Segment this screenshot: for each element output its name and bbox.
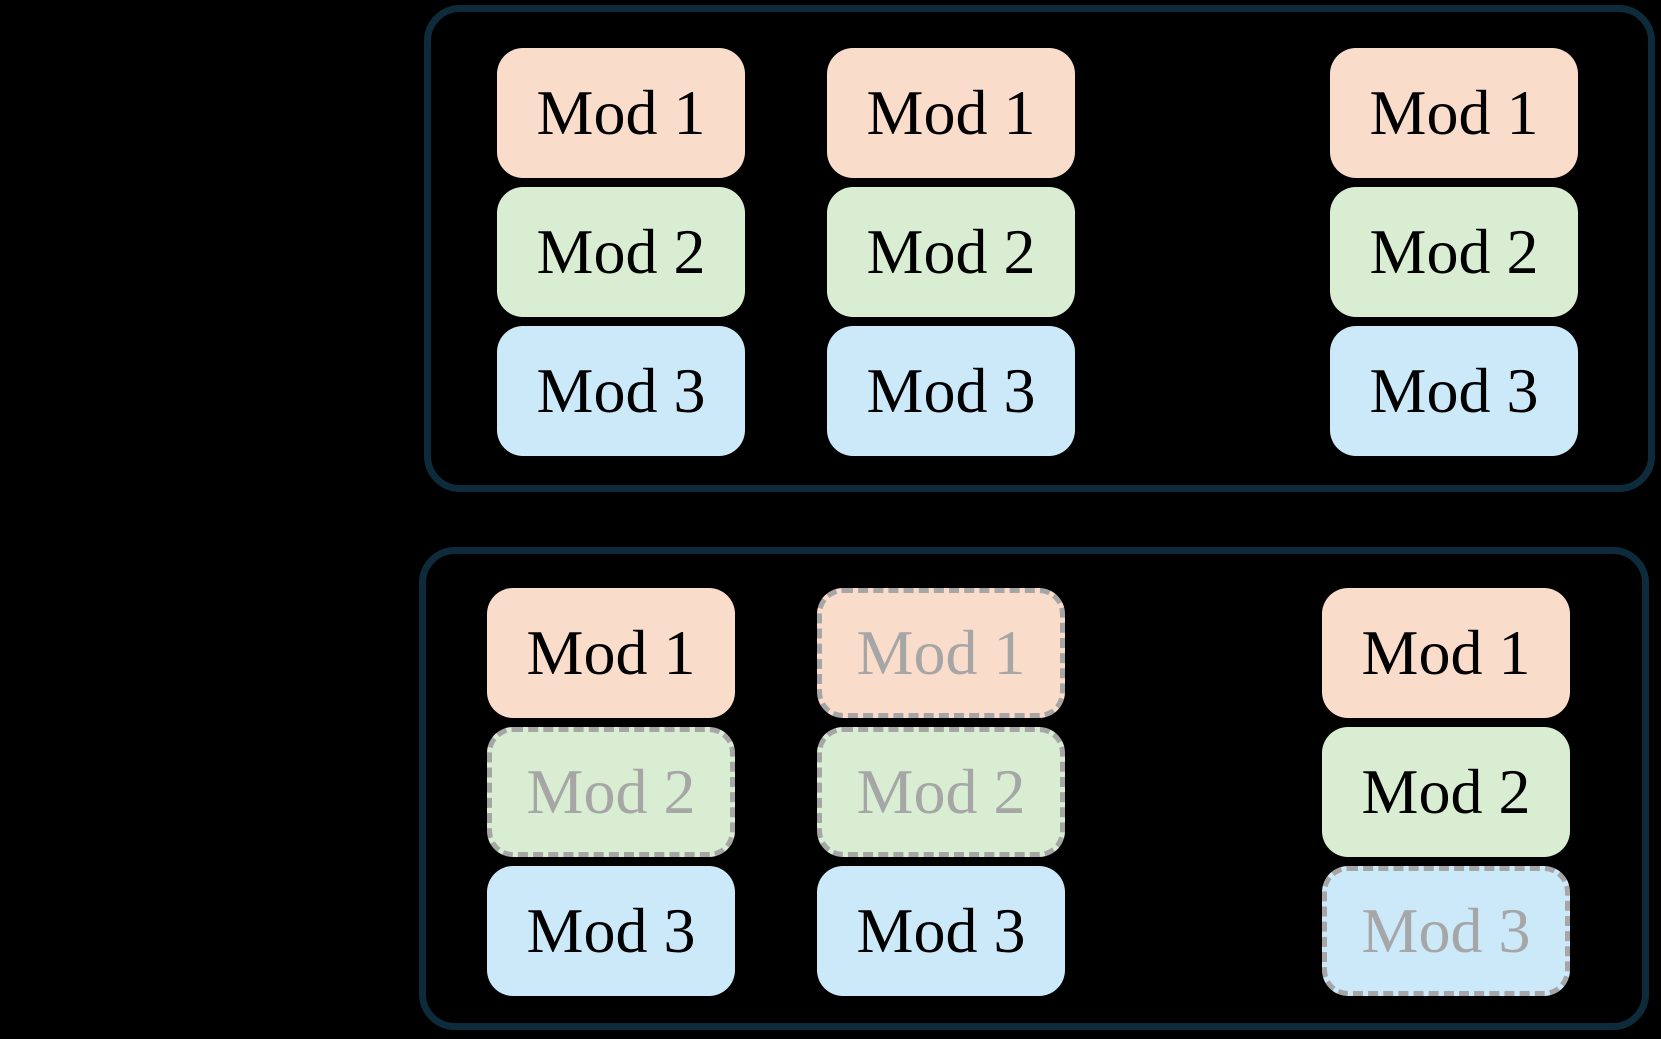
module-box: Mod 3 (487, 866, 735, 996)
module-box: Mod 3 (497, 326, 745, 456)
module-stack-top-3: Mod 1 Mod 2 Mod 3 (1330, 48, 1578, 456)
module-label: Mod 1 (1361, 617, 1531, 688)
module-box: Mod 3 (817, 866, 1065, 996)
module-label: Mod 1 (1369, 77, 1539, 148)
module-box: Mod 1 (487, 588, 735, 718)
bottom-panel: Mod 1 Mod 2 Mod 3 Mod 1 Mod 2 Mod 3 Mod … (419, 547, 1649, 1030)
module-box: Mod 2 (1322, 727, 1570, 857)
module-label: Mod 2 (1361, 756, 1531, 827)
module-label: Mod 1 (866, 77, 1036, 148)
module-label: Mod 2 (536, 216, 706, 287)
module-box: Mod 1 (1330, 48, 1578, 178)
module-box: Mod 1 (827, 48, 1075, 178)
module-box: Mod 2 (817, 727, 1065, 857)
module-box: Mod 2 (827, 187, 1075, 317)
module-label: Mod 2 (856, 756, 1026, 827)
module-box: Mod 3 (1322, 866, 1570, 996)
module-stack-bottom-3: Mod 1 Mod 2 Mod 3 (1322, 588, 1570, 996)
top-panel: Mod 1 Mod 2 Mod 3 Mod 1 Mod 2 Mod 3 Mod … (424, 5, 1655, 492)
module-label: Mod 3 (536, 355, 706, 426)
module-stack-top-2: Mod 1 Mod 2 Mod 3 (827, 48, 1075, 456)
module-box: Mod 3 (827, 326, 1075, 456)
module-label: Mod 2 (526, 756, 696, 827)
module-label: Mod 3 (526, 895, 696, 966)
module-label: Mod 3 (1369, 355, 1539, 426)
module-stack-top-1: Mod 1 Mod 2 Mod 3 (497, 48, 745, 456)
module-box: Mod 2 (1330, 187, 1578, 317)
module-label: Mod 2 (1369, 216, 1539, 287)
module-label: Mod 1 (536, 77, 706, 148)
module-box: Mod 2 (497, 187, 745, 317)
module-stack-bottom-2: Mod 1 Mod 2 Mod 3 (817, 588, 1065, 996)
module-label: Mod 1 (526, 617, 696, 688)
module-box: Mod 2 (487, 727, 735, 857)
module-label: Mod 3 (1361, 895, 1531, 966)
module-label: Mod 1 (856, 617, 1026, 688)
module-box: Mod 1 (817, 588, 1065, 718)
module-label: Mod 3 (866, 355, 1036, 426)
module-label: Mod 2 (866, 216, 1036, 287)
module-box: Mod 3 (1330, 326, 1578, 456)
module-label: Mod 3 (856, 895, 1026, 966)
module-stack-bottom-1: Mod 1 Mod 2 Mod 3 (487, 588, 735, 996)
module-box: Mod 1 (1322, 588, 1570, 718)
module-box: Mod 1 (497, 48, 745, 178)
